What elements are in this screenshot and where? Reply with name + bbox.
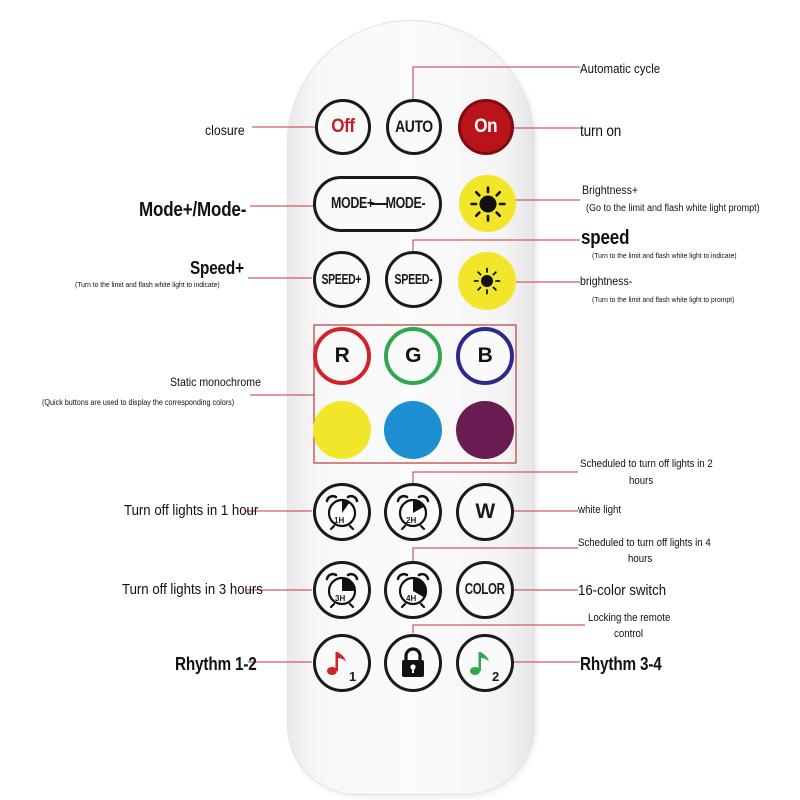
music-note-icon	[470, 652, 489, 675]
color-button[interactable]: COLOR	[456, 561, 514, 619]
label-white-light: white light	[578, 504, 622, 516]
label-speed: speed	[581, 227, 630, 249]
red-button[interactable]: R	[313, 327, 371, 385]
green-label: G	[405, 344, 421, 367]
label-rhythm-34: Rhythm 3-4	[580, 654, 662, 674]
on-label: On	[474, 116, 498, 137]
purple-color-button[interactable]	[456, 401, 514, 459]
timer-3h-button[interactable]: 3H	[313, 561, 371, 619]
timer-1h-label: 1H	[334, 516, 345, 525]
sun-small-icon	[473, 267, 501, 295]
speed-minus-button[interactable]: SPEED-	[385, 251, 442, 308]
label-turn-off-1h: Turn off lights in 1 hour	[124, 502, 259, 519]
white-label: W	[475, 500, 495, 523]
timer-4h-button[interactable]: 4H	[384, 561, 442, 619]
label-static-mono: Static monochrome	[170, 375, 261, 389]
speed-plus-button[interactable]: SPEED+	[313, 251, 370, 308]
label-sched-4h-2: hours	[628, 553, 653, 565]
yellow-color-button[interactable]	[313, 401, 371, 459]
rhythm-2-sub: 2	[492, 669, 500, 684]
blue-label: B	[477, 344, 493, 367]
mode-minus-label: MODE-	[385, 195, 425, 212]
lock-button[interactable]	[384, 634, 442, 692]
timer-1h-button[interactable]: 1H	[313, 483, 371, 541]
timer-3h-label: 3H	[335, 594, 346, 603]
mode-plus-label: MODE+	[330, 195, 374, 212]
label-brightness-plus: Brightness+	[582, 183, 639, 197]
auto-label: AUTO	[395, 117, 433, 136]
brightness-plus-button[interactable]	[459, 175, 516, 232]
label-speed-note: (Turn to the limit and flash white light…	[592, 251, 737, 260]
mode-button[interactable]: MODE+ MODE-	[313, 176, 442, 232]
label-color-switch: 16-color switch	[578, 582, 667, 599]
label-sched-4h-1: Scheduled to turn off lights in 4	[578, 537, 711, 549]
mode-dash	[369, 203, 388, 205]
label-sched-2h-1: Scheduled to turn off lights in 2	[580, 458, 713, 470]
off-button[interactable]: Off	[315, 99, 371, 155]
label-turn-on: turn on	[580, 123, 622, 140]
music-note-icon	[327, 652, 346, 675]
label-lock-1: Locking the remote	[588, 612, 671, 624]
green-button[interactable]: G	[384, 327, 442, 385]
timer-4h-label: 4H	[406, 594, 417, 603]
alarm-clock-icon	[396, 572, 430, 609]
label-turn-off-3h: Turn off lights in 3 hours	[122, 581, 263, 598]
rhythm-1-button[interactable]: 1	[313, 634, 371, 692]
label-rhythm-12: Rhythm 1-2	[175, 654, 257, 674]
label-speed-plus: Speed+	[190, 258, 244, 278]
alarm-clock-icon	[396, 494, 430, 531]
label-sched-2h-2: hours	[629, 475, 654, 487]
label-brightness-minus: brightness-	[580, 274, 633, 288]
timer-2h-button[interactable]: 2H	[384, 483, 442, 541]
label-static-mono-note: (Quick buttons are used to display the c…	[42, 398, 235, 407]
label-brightness-minus-note: (Turn to the limit and flash white light…	[592, 295, 735, 304]
on-button[interactable]: On	[458, 99, 514, 155]
color-label: COLOR	[465, 581, 505, 598]
lock-icon	[402, 647, 424, 677]
blue-color-button[interactable]	[384, 401, 442, 459]
white-button[interactable]: W	[456, 483, 514, 541]
rhythm-2-button[interactable]: 2	[456, 634, 514, 692]
label-mode: Mode+/Mode-	[139, 199, 247, 221]
label-speed-plus-note: (Turn to the limit and flash white light…	[75, 280, 220, 289]
label-closure: closure	[205, 122, 245, 138]
alarm-clock-icon	[325, 494, 359, 531]
speed-minus-label: SPEED-	[394, 271, 433, 288]
auto-button[interactable]: AUTO	[386, 99, 442, 155]
label-automatic-cycle: Automatic cycle	[580, 61, 661, 76]
label-lock-2: control	[614, 628, 644, 640]
alarm-clock-icon	[325, 572, 359, 609]
rhythm-1-sub: 1	[349, 669, 357, 684]
timer-2h-label: 2H	[406, 516, 417, 525]
sun-icon	[469, 185, 506, 222]
label-brightness-plus-note: (Go to the limit and flash white light p…	[586, 203, 760, 214]
off-label: Off	[331, 116, 355, 137]
blue-button[interactable]: B	[456, 327, 514, 385]
brightness-minus-button[interactable]	[458, 252, 516, 310]
speed-plus-label: SPEED+	[321, 271, 362, 288]
red-label: R	[334, 344, 350, 367]
